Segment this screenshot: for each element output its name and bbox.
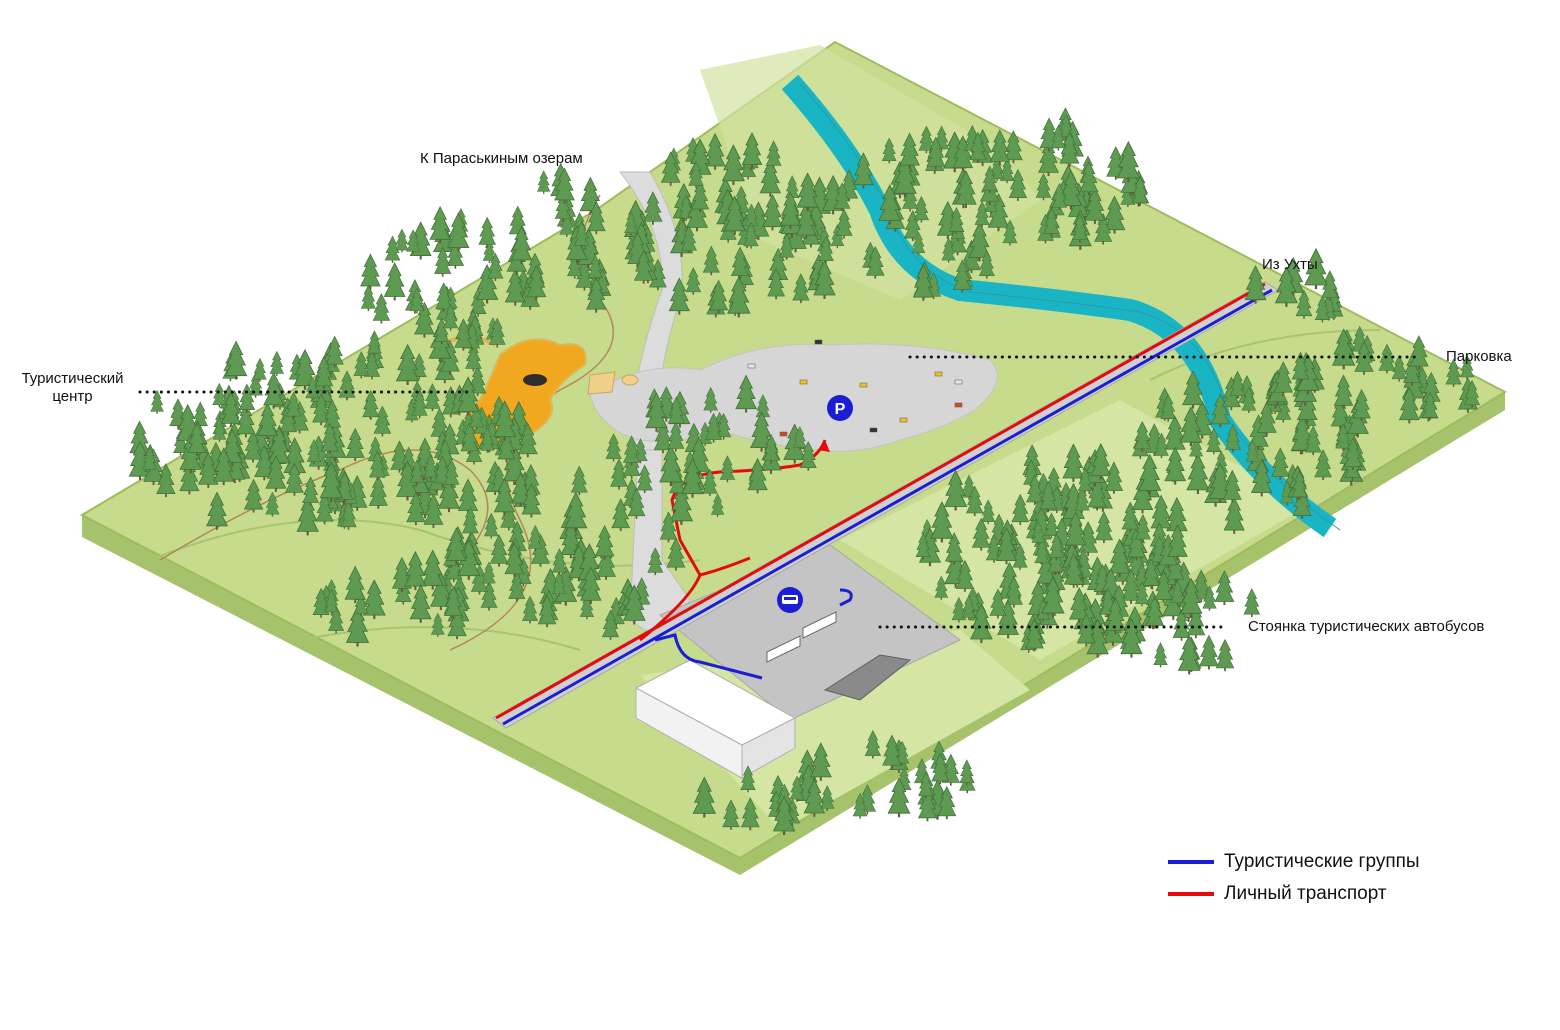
tree-icon <box>1153 642 1168 668</box>
legend-label: Личный транспорт <box>1224 883 1387 904</box>
tree-icon <box>150 389 164 415</box>
tree-icon <box>1243 588 1261 618</box>
tree-icon <box>447 212 470 253</box>
svg-text:P: P <box>835 401 846 418</box>
legend-swatch-red <box>1168 892 1214 896</box>
legend-item-tourist-groups: Туристические группы <box>1168 846 1420 878</box>
legend-swatch-blue <box>1168 860 1214 864</box>
legend-label: Туристические группы <box>1224 851 1420 872</box>
to-lakes-label: К Параськиным озерам <box>420 150 583 167</box>
tree-icon <box>478 216 497 249</box>
tree-icon <box>383 262 406 302</box>
tourist-center-label: Туристический центр <box>21 370 124 405</box>
legend-item-private-transport: Личный транспорт <box>1168 878 1420 910</box>
tree-icon <box>360 253 381 291</box>
tree-icon <box>1198 634 1219 670</box>
tree-icon <box>269 350 285 377</box>
tree-icon <box>1215 639 1235 672</box>
parking-label: Парковка <box>1446 348 1512 365</box>
leader-lines <box>138 355 1422 629</box>
tree-icon <box>536 170 551 195</box>
tree-icon <box>1321 270 1339 302</box>
tree-icon <box>959 759 975 786</box>
from-ukhta-label: Из Ухты <box>1262 256 1318 273</box>
bus-icon <box>766 611 837 663</box>
tree-icon <box>360 284 376 312</box>
legend: Туристические группы Личный транспорт <box>1168 846 1420 910</box>
car-icon <box>747 339 963 437</box>
bus-parking-label: Стоянка туристических автобусов <box>1248 618 1485 635</box>
parking-sign-icon: P <box>827 395 853 421</box>
bus-sign-icon <box>777 587 803 613</box>
route-tourist-groups <box>654 633 763 680</box>
terminal-building <box>634 659 797 779</box>
tree-icon <box>253 357 267 383</box>
